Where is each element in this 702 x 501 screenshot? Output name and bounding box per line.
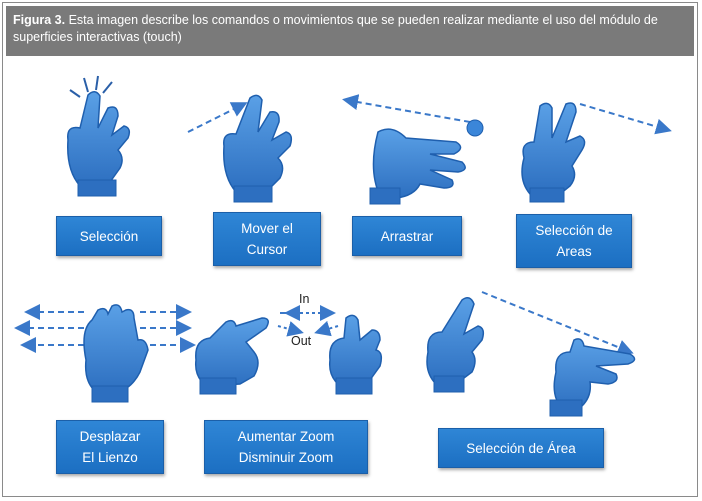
label-zoom: Aumentar Zoom Disminuir Zoom — [204, 420, 368, 474]
label-arrastrar: Arrastrar — [352, 216, 462, 256]
label-seleccion-areas: Selección de Areas — [516, 214, 632, 268]
tap-hand-icon — [67, 75, 131, 197]
label-desplazar-lienzo: Desplazar El Lienzo — [56, 420, 164, 474]
label-seleccion: Selección — [56, 216, 162, 256]
area-selection-hands-icon — [426, 291, 636, 417]
area-select-hand-icon — [521, 102, 672, 203]
zoom-out-hint: Out — [291, 334, 312, 348]
figure-caption: Figura 3. Esta imagen describe los coman… — [6, 6, 694, 56]
label-mover-cursor: Mover el Cursor — [213, 212, 321, 266]
zoom-hands-icon — [194, 305, 383, 395]
pan-hand-icon — [14, 304, 196, 403]
caption-text: Esta imagen describe los comandos o movi… — [13, 13, 658, 44]
caption-prefix: Figura 3. — [13, 13, 66, 27]
drag-hand-icon — [342, 94, 484, 205]
move-cursor-hand-icon — [187, 94, 293, 203]
zoom-in-hint: In — [299, 292, 310, 306]
label-seleccion-area: Selección de Área — [438, 428, 604, 468]
